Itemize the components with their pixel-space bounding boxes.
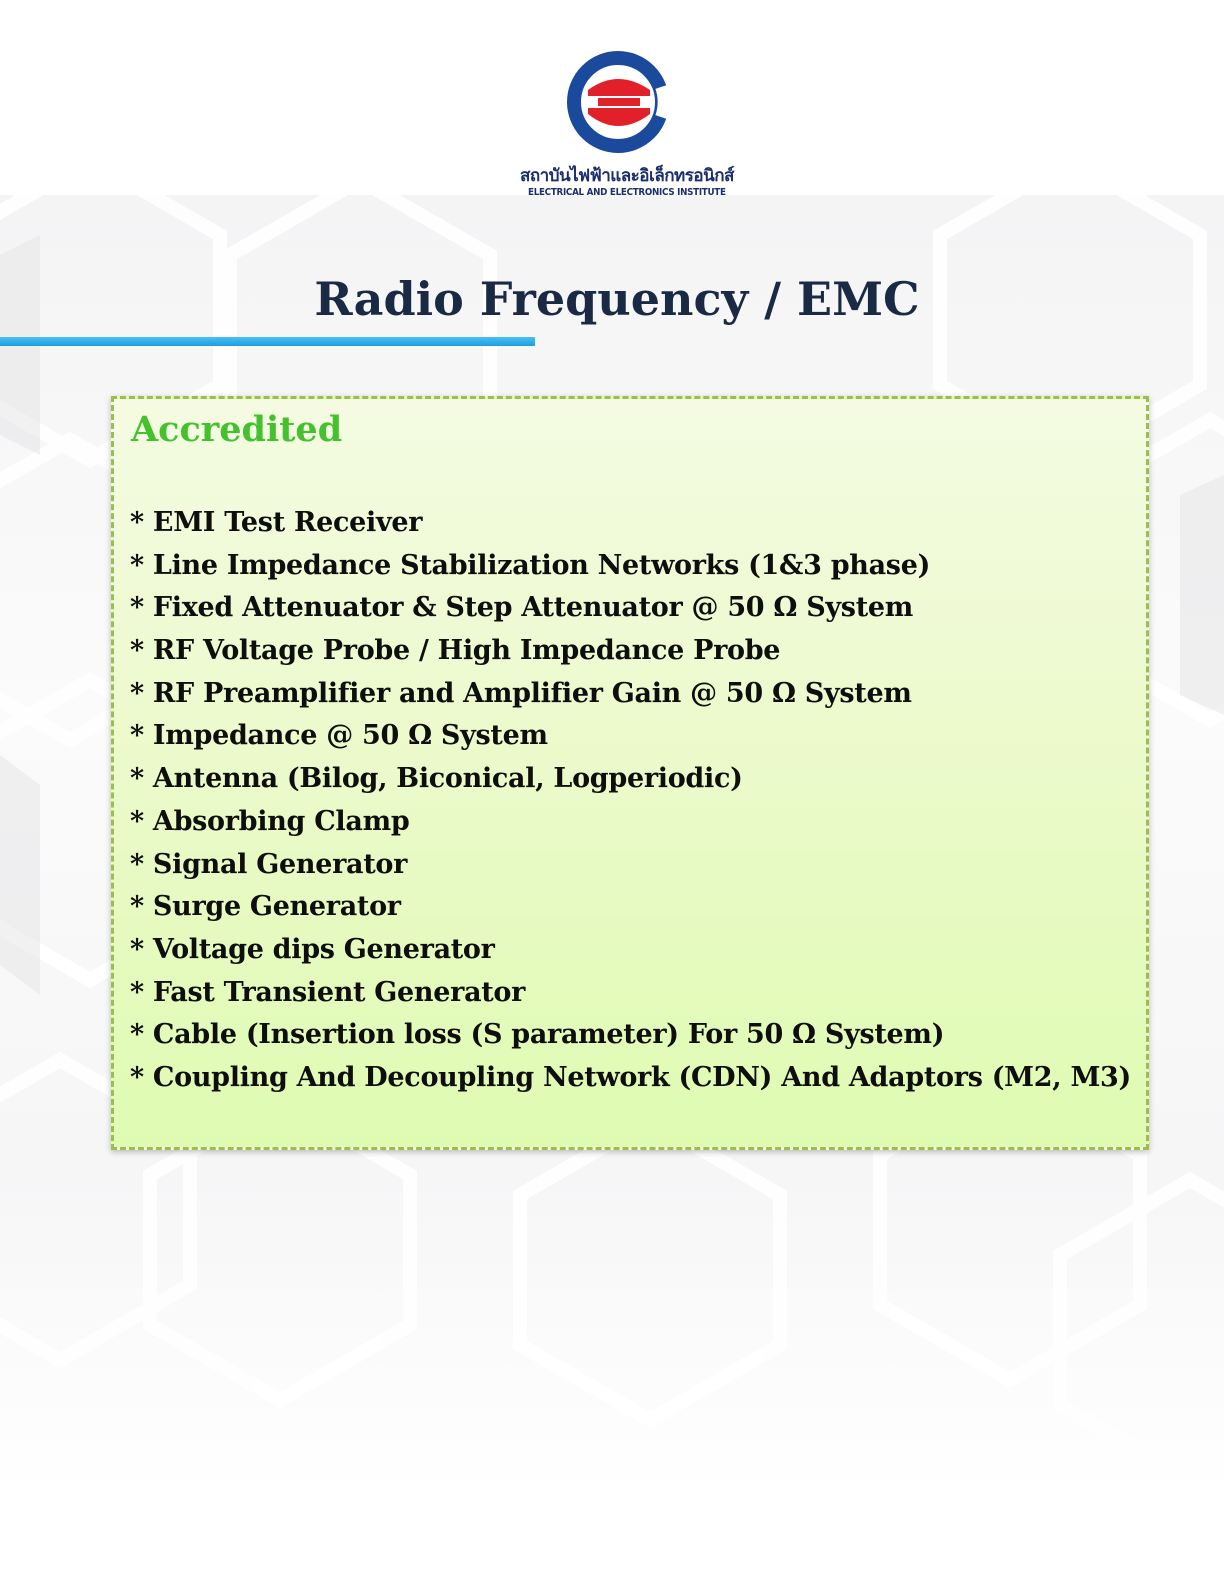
logo-thai-name: สถาบันไฟฟ้าและอิเล็กทรอนิกส์ [520, 166, 734, 186]
list-item: * RF Preamplifier and Amplifier Gain @ 5… [130, 677, 912, 709]
list-item: * RF Voltage Probe / High Impedance Prob… [130, 635, 781, 667]
list-item: * Antenna (Bilog, Biconical, Logperiodic… [130, 763, 743, 795]
accredited-box: Accredited * EMI Test Receiver * Line Im… [111, 396, 1149, 1150]
list-item: * Surge Generator [130, 891, 401, 923]
list-item: * Impedance @ 50 Ω System [130, 720, 548, 752]
list-item: * Absorbing Clamp [130, 805, 410, 837]
institute-logo: สถาบันไฟฟ้าและอิเล็กทรอนิกส์ ELECTRICAL … [520, 46, 734, 206]
list-item: * Fast Transient Generator [130, 976, 526, 1008]
list-item: * Cable (Insertion loss (S parameter) Fo… [130, 1019, 945, 1051]
list-item: * EMI Test Receiver [130, 507, 423, 538]
list-item: * Signal Generator [130, 848, 408, 880]
list-item: * Coupling And Decoupling Network (CDN) … [130, 1061, 1131, 1093]
eei-emblem-icon [567, 51, 676, 153]
page-title: Radio Frequency / EMC [314, 272, 920, 326]
list-item: * Fixed Attenuator & Step Attenuator @ 5… [130, 592, 914, 624]
logo-english-name: ELECTRICAL AND ELECTRONICS INSTITUTE [528, 187, 726, 198]
accredited-item-list: * EMI Test Receiver * Line Impedance Sta… [130, 502, 1131, 1100]
accredited-heading: Accredited [131, 409, 343, 450]
title-underline [0, 337, 535, 346]
list-item: * Line Impedance Stabilization Networks … [130, 549, 931, 581]
list-item: * Voltage dips Generator [130, 933, 495, 965]
